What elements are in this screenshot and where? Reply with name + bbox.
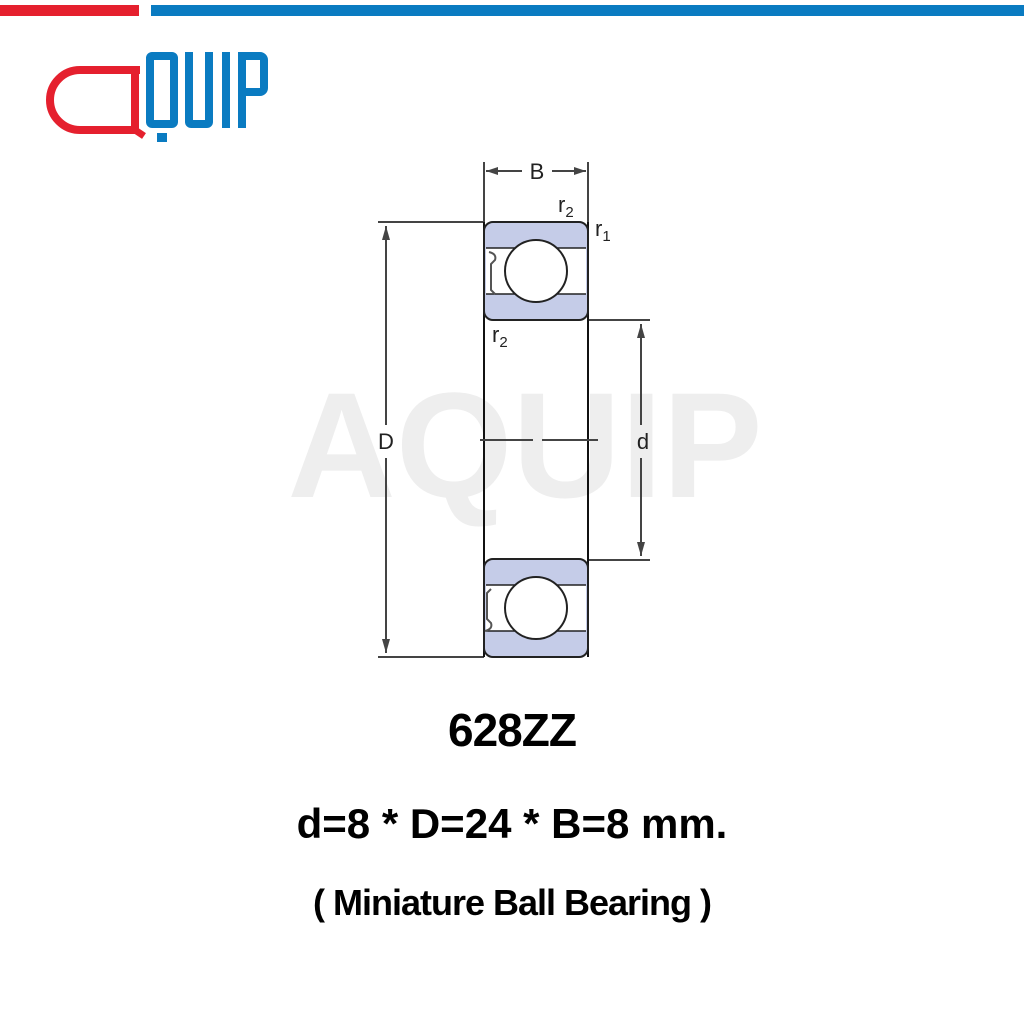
label-r1: r1 — [595, 216, 611, 245]
bearing-diagram: AQUIP — [287, 159, 763, 658]
dimensions-text: d=8 * D=24 * B=8 mm. — [296, 800, 728, 847]
header-red-bar — [0, 5, 139, 16]
label-d: d — [637, 429, 649, 454]
bearing-section-bottom — [483, 558, 589, 658]
watermark: AQUIP — [287, 361, 762, 529]
bearing-section-top — [483, 221, 589, 321]
header-blue-bar — [151, 5, 1024, 16]
aquip-logo — [46, 52, 268, 142]
label-D: D — [378, 429, 394, 454]
bearing-type: ( Miniature Ball Bearing ) — [312, 882, 712, 923]
label-B: B — [530, 159, 545, 184]
label-r2-top: r2 — [558, 192, 574, 221]
label-r2-bottom: r2 — [492, 322, 508, 351]
model-number: 628ZZ — [448, 704, 577, 756]
